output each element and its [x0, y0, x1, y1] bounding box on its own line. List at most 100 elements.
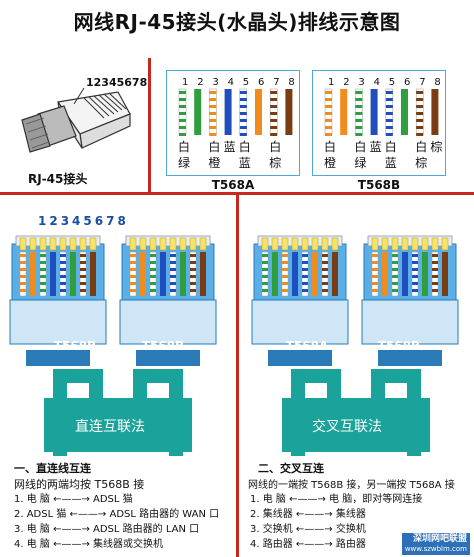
- cable-label-band: [44, 398, 192, 452]
- pin-number: 5: [389, 77, 395, 88]
- pin-number: 8: [288, 77, 294, 88]
- crossover-subheading: 网线的一端按 T568B 接，另一端按 T568A 接: [248, 480, 455, 491]
- page-title: 网线RJ-45接头(水晶头)排线示意图: [73, 10, 401, 34]
- pin-number: 3: [358, 77, 364, 88]
- watermark-logo: 深圳网吧联盟 www.szwblm.com: [401, 533, 470, 555]
- wire-b: [224, 89, 232, 135]
- rj45-connector: [11, 235, 105, 309]
- wire-o: [340, 89, 348, 135]
- watermark-line2: www.szwblm.com: [404, 545, 467, 553]
- wire-label-row2: 绿: [354, 155, 366, 170]
- connector-wire: [140, 252, 146, 296]
- connector-wire: [79, 251, 87, 297]
- crossover-list: 1. 电 脑 ←——→ 电 脑，即对等网连接 2. 集线器 ←——→ 集线器 3…: [250, 492, 422, 552]
- connector-wire: [431, 251, 439, 297]
- connector-label-plate: [268, 350, 332, 366]
- crossover-left-connector-label: T568A: [285, 339, 329, 353]
- connector-wire: [149, 251, 157, 297]
- rj45-connector: [363, 235, 457, 309]
- connector-body: [251, 299, 349, 345]
- crossover-list-item: 4. 路由器 ←——→ 路由器: [250, 539, 366, 550]
- connector-wire: [169, 251, 177, 297]
- wire-label-row1: 白: [239, 139, 251, 154]
- connector-wire: [30, 252, 36, 296]
- wire-label-row2: 棕: [269, 155, 281, 170]
- straight-cable-diagram: [9, 235, 217, 456]
- crossover-heading: 二、交叉互连: [258, 462, 324, 475]
- connector-wire: [90, 252, 96, 296]
- wire-label-row2: 棕: [415, 155, 427, 170]
- wire-o: [255, 89, 262, 135]
- connector-label-plate: [26, 350, 90, 366]
- pin-number: 6: [258, 77, 264, 88]
- connector-wire: [39, 251, 47, 297]
- wire-label-row2: 橙: [324, 155, 336, 170]
- wire-wo: [209, 88, 217, 136]
- connector-wire: [301, 251, 309, 297]
- wire-label-row1: 白: [354, 139, 366, 154]
- straight-list: 1. 电 脑 ←——→ ADSL 猫 2. ADSL 猫 ←——→ ADSL 路…: [14, 492, 219, 552]
- wire-label-row1: 蓝: [224, 140, 236, 154]
- wire-wg: [355, 88, 363, 136]
- crossover-list-item: 2. 集线器 ←——→ 集线器: [250, 509, 366, 520]
- connector-wire: [19, 251, 27, 297]
- wire-label-row1: 白: [415, 139, 427, 154]
- t568b-label: T568B: [357, 178, 401, 192]
- wire-label-row1: 白: [324, 139, 336, 154]
- crossover-right-connector-label: T568B: [377, 339, 421, 353]
- cable-label-band: [282, 398, 430, 452]
- plug-pin-numbers: 12345678: [86, 76, 148, 89]
- divider-horizontal: [0, 192, 474, 195]
- wire-br: [285, 89, 293, 135]
- straight-cable-label: 直连互联法: [75, 419, 145, 435]
- connector-label-plate: [378, 350, 442, 366]
- connector-wire: [129, 251, 137, 297]
- wire-g: [401, 89, 408, 135]
- connector-body: [9, 299, 107, 345]
- wire-wb: [385, 88, 394, 136]
- connector-wire: [70, 252, 76, 296]
- connector-wire: [332, 252, 338, 296]
- straight-left-connector-label: T568B: [53, 339, 97, 353]
- pin-number: 4: [228, 77, 234, 88]
- connector-wire: [402, 252, 408, 296]
- connector-wire: [382, 252, 388, 296]
- pin-number: 5: [243, 77, 249, 88]
- connector-wire: [281, 251, 289, 297]
- plug-caption: RJ-45接头: [28, 172, 88, 186]
- connector-wire: [312, 252, 318, 296]
- wire-label-row1: 蓝: [370, 140, 382, 154]
- wire-br: [431, 89, 439, 135]
- wire-wbr: [415, 88, 424, 136]
- pin-number: 8: [434, 77, 440, 88]
- pin-number: 2: [197, 77, 203, 88]
- connector-wire: [200, 252, 206, 296]
- connector-body: [361, 299, 459, 345]
- pin-number: 6: [404, 77, 410, 88]
- pin-number: 7: [419, 77, 425, 88]
- pin-number: 2: [343, 77, 349, 88]
- connector-wire: [272, 252, 278, 296]
- straight-right-connector-label: T568B: [141, 339, 185, 353]
- wire-label-row2: 蓝: [385, 156, 397, 170]
- wire-label-row1: 白: [269, 139, 281, 154]
- pin-number: 1: [182, 77, 188, 88]
- connector-wire: [371, 251, 379, 297]
- wire-label-row2: 橙: [208, 155, 220, 170]
- wire-label-row1: 白: [208, 139, 220, 154]
- connector-wire: [422, 252, 428, 296]
- wire-wb: [239, 88, 248, 136]
- wire-label-row1: 白: [385, 139, 397, 154]
- crossover-cable-diagram: [251, 235, 459, 456]
- crossover-list-item: 3. 交换机 ←——→ 交换机: [250, 524, 366, 535]
- connector-wire: [292, 252, 298, 296]
- wire-b: [370, 89, 378, 135]
- crossover-cable-label: 交叉互联法: [312, 419, 382, 435]
- connector-wire: [391, 251, 399, 297]
- straight-list-item: 4. 电 脑 ←——→ 集线器或交换机: [14, 539, 164, 550]
- wire-label-row1: 白: [178, 139, 190, 154]
- connector-wire: [442, 252, 448, 296]
